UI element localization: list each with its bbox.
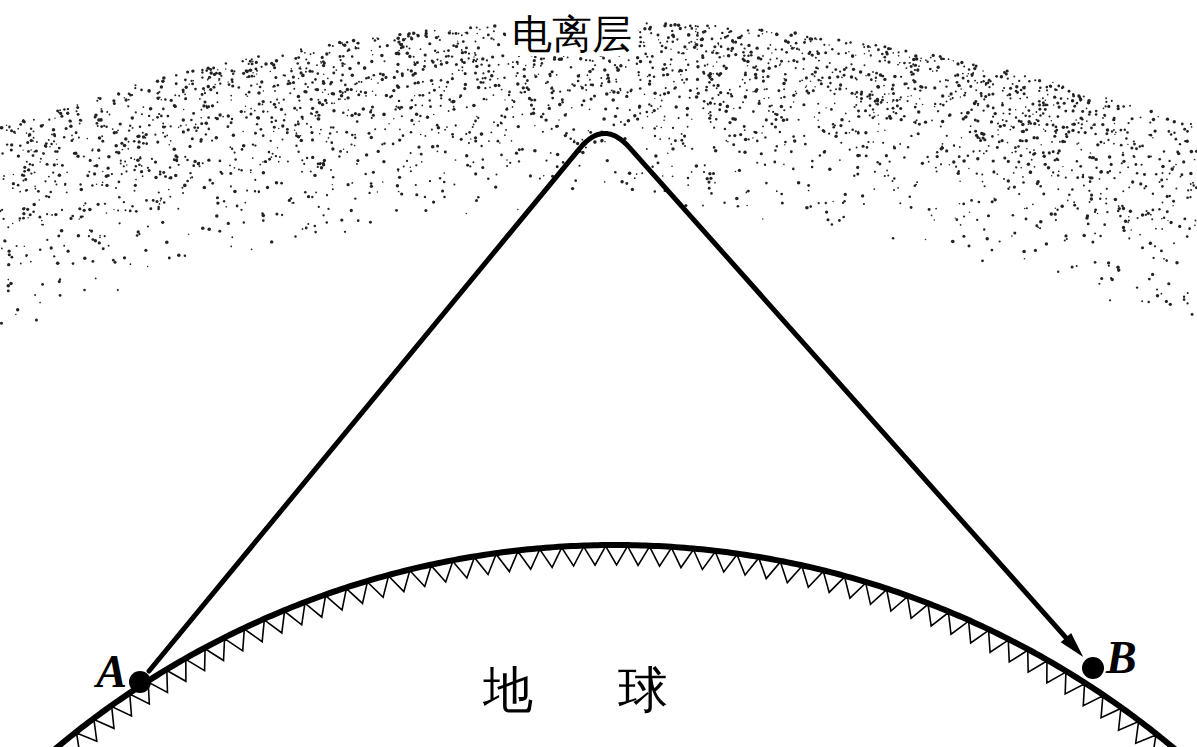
point-dot [1082, 657, 1104, 679]
point-label: A [96, 649, 127, 695]
radio-wave-path [149, 133, 1083, 671]
wave-line [149, 133, 1069, 671]
layer-name: 电离层 [506, 12, 638, 56]
arrow-head [1061, 633, 1084, 657]
point-dot [1082, 657, 1104, 679]
ionosphere-band: 电离层 [0, 0, 1197, 345]
ionosphere-dots [0, 21, 1197, 325]
station-point: B [1082, 657, 1104, 679]
point-label: B [1106, 635, 1137, 681]
region-name: 地球 [483, 665, 753, 715]
earth-surface-line [0, 545, 1197, 747]
